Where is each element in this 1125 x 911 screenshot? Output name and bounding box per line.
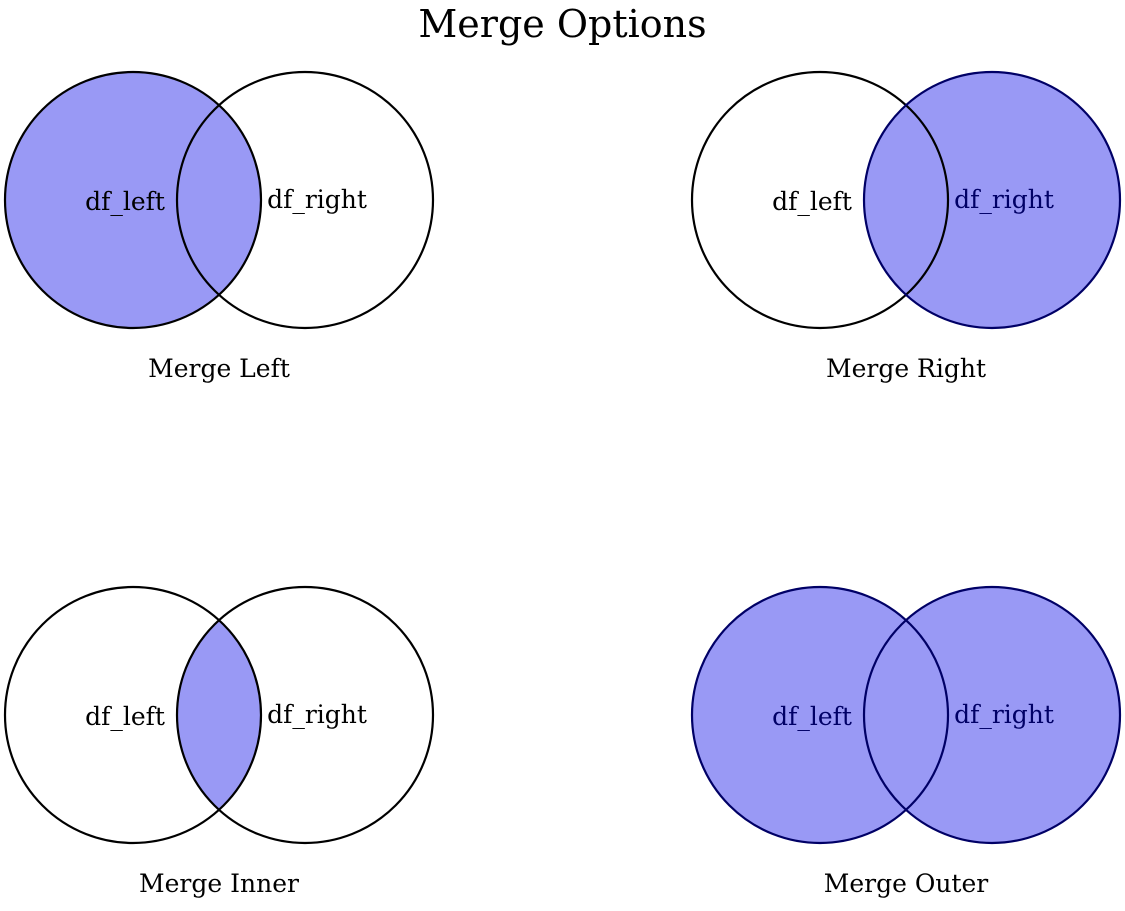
right-set-outline [862, 585, 1122, 845]
left-set-label: df_left [772, 702, 852, 731]
diagram-title: Merge Options [418, 2, 707, 46]
right-set-label: df_right [267, 700, 367, 729]
left-set-outline [690, 585, 950, 845]
right-set-label: df_right [954, 185, 1054, 214]
right-set-label: df_right [267, 185, 367, 214]
right-set-outline [862, 70, 1122, 330]
right-set-outline [175, 70, 435, 330]
caption-merge-right: Merge Right [825, 354, 987, 383]
left-set-outline [3, 585, 263, 845]
right-set-label: df_right [954, 700, 1054, 729]
venn-right: df_left df_right [690, 70, 1122, 330]
left-set-outline [3, 70, 263, 330]
right-set-fill [864, 72, 1120, 328]
venn-outer: df_left df_right [690, 585, 1122, 845]
venn-left: df_left df_right [3, 70, 435, 330]
left-set-label: df_left [85, 702, 165, 731]
caption-merge-outer: Merge Outer [823, 869, 989, 898]
intersection-fill [177, 587, 261, 843]
left-set-outline [690, 70, 950, 330]
left-set-label: df_left [772, 187, 852, 216]
left-set-label: df_left [85, 187, 165, 216]
right-set-fill [864, 587, 1120, 843]
caption-merge-left: Merge Left [148, 354, 290, 383]
venn-inner: df_left df_right [3, 585, 435, 845]
right-set-outline [175, 585, 435, 845]
left-set-fill [5, 72, 261, 328]
caption-merge-inner: Merge Inner [139, 869, 299, 898]
